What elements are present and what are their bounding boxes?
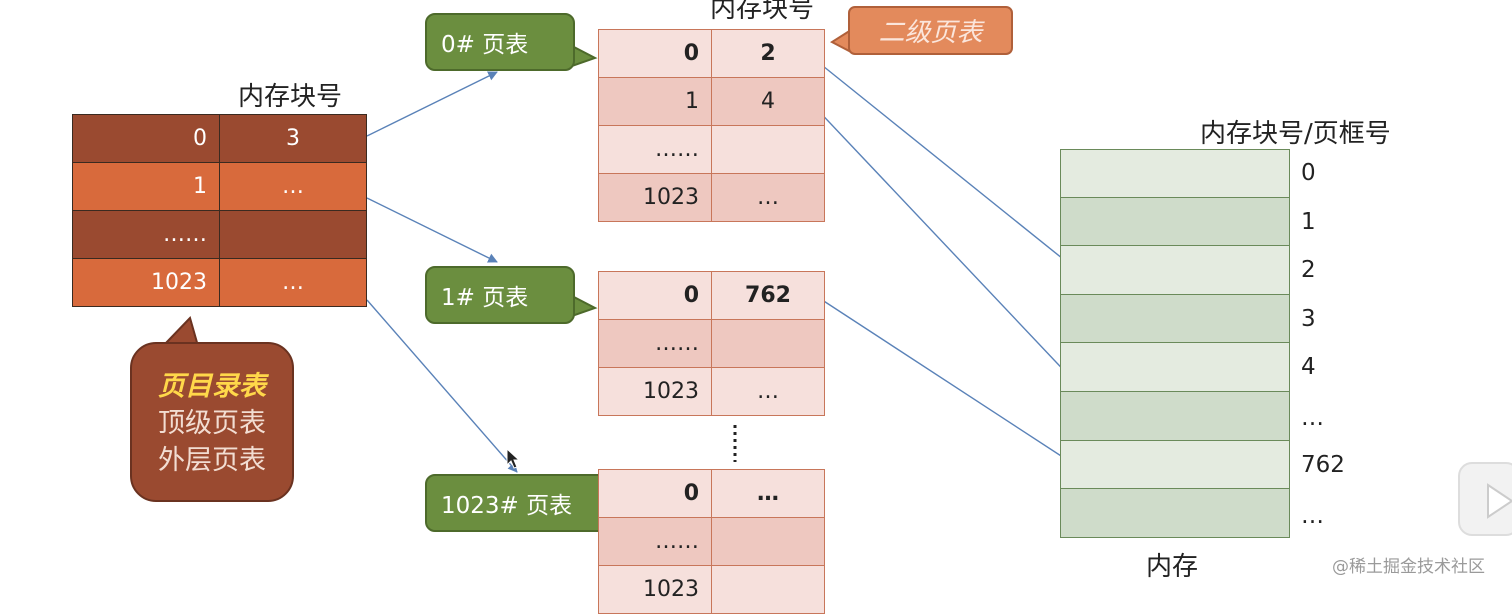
page-table-1023: 0 … …… 1023 [598, 469, 825, 614]
page-directory-table: 0 3 1 … …… 1023 … [72, 114, 367, 307]
pt-index-cell: 0 [598, 469, 712, 518]
pt-block-cell [711, 319, 825, 368]
table-row: 1023 … [598, 173, 825, 222]
play-icon [1487, 483, 1512, 519]
pt-index-cell: …… [598, 125, 712, 174]
pt-index-cell: 0 [598, 29, 712, 78]
dir-block-cell: … [219, 258, 367, 307]
dir-index-cell: …… [72, 210, 220, 259]
arrow-pt1-row0-to-frame762 [812, 293, 1079, 468]
table-row: 0 3 [72, 114, 367, 163]
page-table-1: 0 762 …… 1023 … [598, 271, 825, 416]
pt-index-cell: 1 [598, 77, 712, 126]
table-row: 1 4 [598, 77, 825, 126]
directory-callout: 页目录表 顶级页表 外层页表 [130, 342, 294, 502]
memory-frame [1060, 294, 1290, 344]
frame-number: 1 [1301, 209, 1316, 235]
frame-number: 3 [1301, 306, 1316, 332]
callout-tail-pt1 [571, 294, 598, 318]
watermark: @稀土掘金技术社区 [1332, 557, 1485, 577]
pt1-name-callout: 1# 页表 [425, 266, 575, 324]
dir-index-cell: 1 [72, 162, 220, 211]
table-row: …… [598, 319, 825, 368]
callout-tail-pt0 [571, 44, 598, 68]
pt-index-cell: 1023 [598, 367, 712, 416]
memory-frame [1060, 343, 1290, 392]
play-button[interactable] [1458, 462, 1512, 536]
arrow-pt0-row1-to-frame4 [812, 104, 1074, 381]
table-row: 0 762 [598, 271, 825, 320]
arrow-dir1-to-pt1 [366, 197, 498, 263]
dir-index-cell: 1023 [72, 258, 220, 307]
table-row: 1023 … [72, 258, 367, 307]
pt-index-cell: …… [598, 517, 712, 566]
dir-header-label: 内存块号 [238, 82, 343, 112]
pt-block-cell [711, 125, 825, 174]
table-row: 0 2 [598, 29, 825, 78]
dir-block-cell: 3 [219, 114, 367, 163]
callout-line-outer: 外层页表 [158, 445, 266, 476]
table-row: …… [598, 517, 825, 566]
pt-block-cell: 762 [711, 271, 825, 320]
page-table-0: 0 2 1 4 …… 1023 … [598, 29, 825, 222]
pt-index-cell: …… [598, 319, 712, 368]
frame-number: … [1301, 405, 1324, 431]
pt-block-cell [711, 517, 825, 566]
pt-block-cell: … [711, 367, 825, 416]
dir-block-cell: … [219, 162, 367, 211]
pt0-name-callout: 0# 页表 [425, 13, 575, 71]
frame-number: 4 [1301, 354, 1316, 380]
pt-block-cell [711, 565, 825, 614]
mem-header-label: 内存块号/页框号 [1200, 119, 1391, 149]
pt-index-cell: 1023 [598, 565, 712, 614]
frame-number: 0 [1301, 160, 1316, 186]
memory-block [1060, 149, 1290, 538]
memory-frame [1060, 149, 1290, 198]
cursor-icon [506, 448, 521, 469]
memory-frame [1060, 391, 1290, 441]
table-row: 1 … [72, 162, 367, 211]
arrow-pt0-row0-to-frame2 [812, 57, 1079, 272]
pt-block-cell: … [711, 469, 825, 518]
frame-number: 2 [1301, 257, 1316, 283]
pt-index-cell: 1023 [598, 173, 712, 222]
frame-number: 762 [1301, 452, 1345, 478]
pt-block-cell: … [711, 173, 825, 222]
memory-frame [1060, 246, 1290, 295]
memory-frame [1060, 197, 1290, 247]
table-row: 0 … [598, 469, 825, 518]
callout-line-top-level: 顶级页表 [158, 408, 266, 439]
pt-index-cell: 0 [598, 271, 712, 320]
second-level-callout: 二级页表 [848, 6, 1013, 55]
dir-block-cell [219, 210, 367, 259]
arrow-dir1023-to-pt1023 [366, 299, 518, 473]
table-row: …… [598, 125, 825, 174]
table-row: …… [72, 210, 367, 259]
frame-number: … [1301, 503, 1324, 529]
memory-frame [1060, 489, 1290, 538]
table-row: 1023 … [598, 367, 825, 416]
pt-header-label: 内存块号 [710, 0, 815, 24]
pt-block-cell: 4 [711, 77, 825, 126]
mem-caption: 内存 [1146, 552, 1199, 582]
callout-line-directory: 页目录表 [158, 371, 266, 402]
dir-index-cell: 0 [72, 114, 220, 163]
arrow-dir0-to-pt0 [366, 71, 498, 137]
pt-block-cell: 2 [711, 29, 825, 78]
memory-frame [1060, 440, 1290, 490]
pt1023-name-callout: 1023# 页表 [425, 474, 611, 532]
table-row: 1023 [598, 565, 825, 614]
second-level-label: 二级页表 [878, 18, 983, 48]
